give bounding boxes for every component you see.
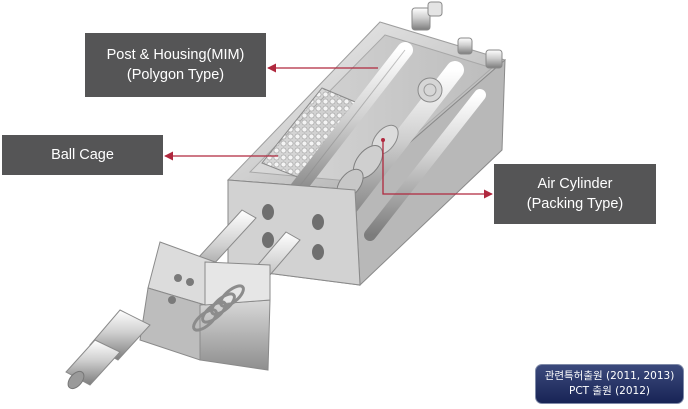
callout-ball-cage: Ball Cage — [2, 135, 163, 175]
patent-badge: 관련특허출원 (2011, 2013) PCT 출원 (2012) — [535, 364, 684, 404]
air-fittings — [411, 1, 503, 69]
spring — [192, 284, 245, 332]
callout-post-housing-line2: (Polygon Type) — [126, 67, 225, 83]
callout-post-housing: Post & Housing(MIM) (Polygon Type) — [85, 33, 266, 97]
patent-badge-line1: 관련특허출원 (2011, 2013) — [544, 370, 675, 382]
leader-lines — [164, 63, 493, 199]
callout-ball-cage-line1: Ball Cage — [51, 147, 114, 163]
leader-air-cylinder — [382, 140, 493, 199]
callout-air-cylinder-line2: (Packing Type) — [526, 196, 624, 212]
front-plate — [227, 179, 361, 286]
nozzle — [65, 309, 151, 390]
callout-air-cylinder: Air Cylinder (Packing Type) — [494, 164, 656, 224]
patent-badge-line2: PCT 출원 (2012) — [569, 385, 650, 397]
callout-air-cylinder-line1: Air Cylinder — [537, 176, 613, 192]
callout-post-housing-line1: Post & Housing(MIM) — [106, 47, 245, 63]
